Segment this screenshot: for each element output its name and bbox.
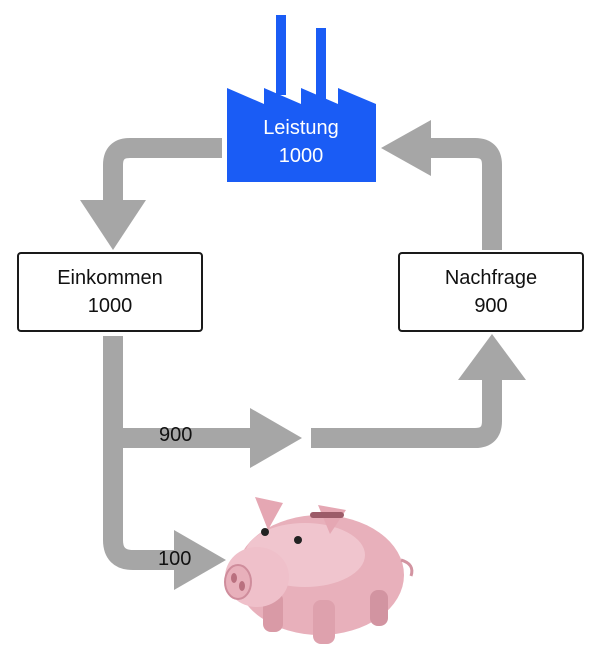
income-label: Einkommen bbox=[57, 267, 163, 289]
arrowhead-production-to-income bbox=[80, 200, 146, 250]
factory-label: Leistung bbox=[263, 117, 339, 139]
arrow-production-to-income bbox=[103, 138, 222, 212]
demand-box: Nachfrage 900 bbox=[398, 252, 584, 332]
factory-label-group: Leistung 1000 bbox=[226, 114, 376, 170]
consumption-flow-label: 900 bbox=[159, 424, 193, 446]
demand-label: Nachfrage bbox=[444, 267, 538, 289]
arrow-income-trunk bbox=[103, 336, 178, 570]
demand-value: 900 bbox=[474, 295, 508, 317]
factory-icon bbox=[227, 15, 376, 182]
arrow-consumption-to-demand bbox=[311, 370, 502, 448]
arrowhead-consumption-to-demand bbox=[458, 334, 526, 380]
arrow-branch-900 bbox=[103, 427, 256, 448]
piggy-bank-icon bbox=[224, 497, 414, 644]
savings-flow-label: 100 bbox=[158, 548, 192, 570]
factory-value: 1000 bbox=[278, 145, 324, 167]
arrow-demand-to-production bbox=[415, 138, 502, 250]
arrowhead-demand-to-production bbox=[381, 120, 431, 176]
income-value: 1000 bbox=[87, 295, 133, 317]
income-box: Einkommen 1000 bbox=[17, 252, 203, 332]
arrowhead-branch-900 bbox=[250, 408, 302, 468]
arrowhead-savings bbox=[174, 530, 226, 590]
